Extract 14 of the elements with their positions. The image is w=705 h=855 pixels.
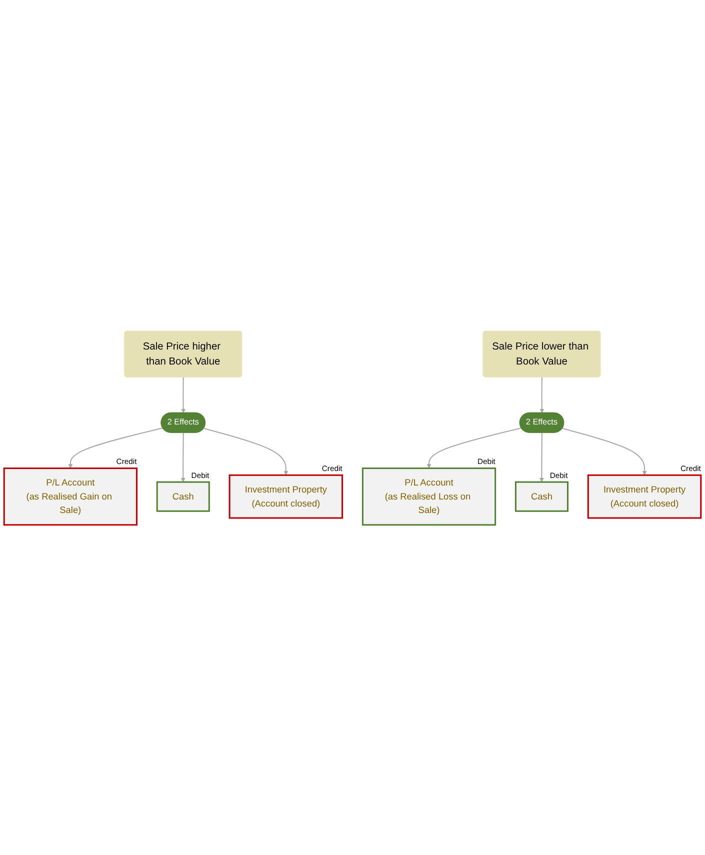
arrow [426,427,522,468]
node-box: P/L Account (as Realised Gain on Sale) [3,467,138,526]
arrow [540,376,544,413]
node-box: Investment Property (Account closed) [228,474,344,518]
node-box: P/L Account (as Realised Loss on Sale) [362,467,496,526]
node-box: Investment Property (Account closed) [587,474,702,518]
arrow [539,432,544,482]
node-box: Cash [514,480,568,512]
arrow [181,376,186,413]
arrow [180,432,186,482]
arrow [562,427,647,475]
arrow [68,427,163,468]
node-box: Cash [156,480,210,512]
arrow [204,427,288,475]
